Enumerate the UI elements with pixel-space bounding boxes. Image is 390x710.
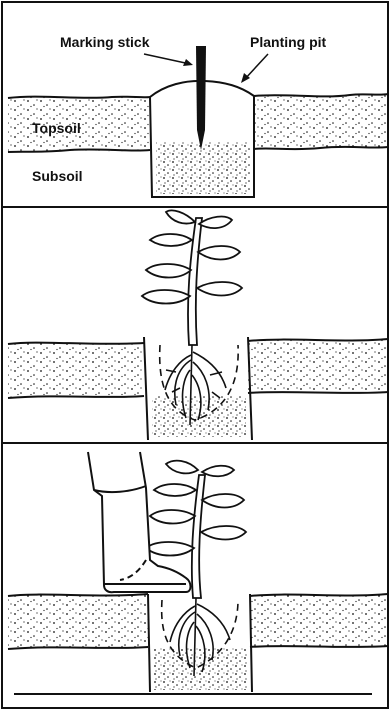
- panel-marking-stick: Marking stick Planting pit Topsoil Subso…: [8, 34, 388, 197]
- topsoil-band-right: [254, 94, 388, 150]
- topsoil-band-right: [248, 339, 388, 393]
- topsoil-band-left: [8, 343, 144, 398]
- label-planting-pit: Planting pit: [250, 34, 327, 50]
- label-subsoil: Subsoil: [32, 168, 83, 184]
- seedling-stem: [188, 218, 202, 345]
- seedling-stem: [192, 475, 205, 598]
- panel-soil-firming: [8, 452, 388, 694]
- arrow-marking-stick: [144, 54, 190, 64]
- marking-stick: [196, 46, 206, 150]
- panel-seedling-planted: [8, 210, 388, 440]
- topsoil-band-right: [250, 594, 388, 647]
- topsoil-band-left: [8, 594, 148, 649]
- label-marking-stick: Marking stick: [60, 34, 150, 50]
- label-topsoil: Topsoil: [32, 120, 81, 136]
